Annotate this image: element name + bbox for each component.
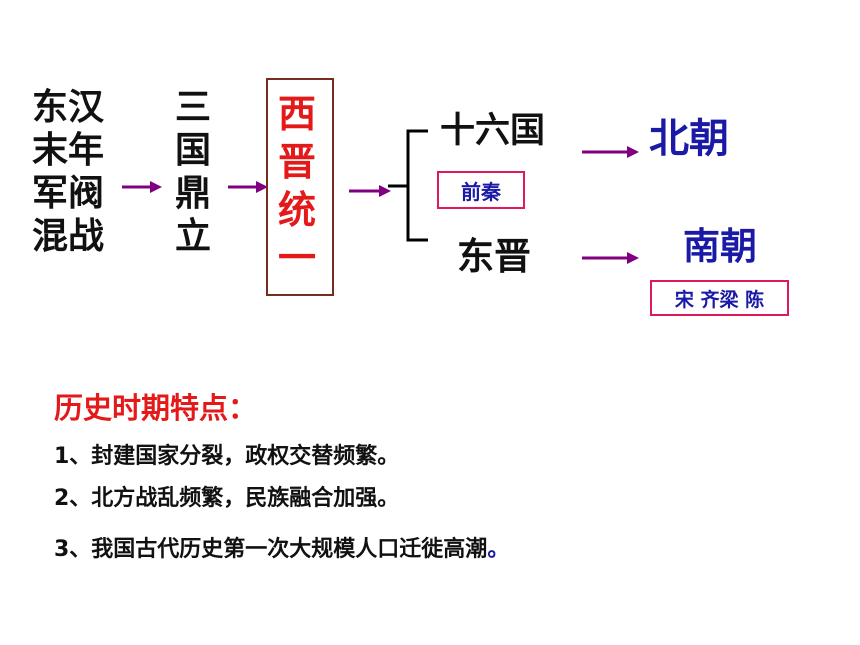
- branch-lower-result-text: 南朝: [683, 225, 757, 268]
- notes-title: 历史时期特点：: [54, 391, 258, 425]
- stage-xijin-text: 西 晋 统 一: [278, 92, 317, 280]
- notes-item-2: 2、北方战乱频繁，民族融合加强。: [54, 486, 400, 511]
- branch-lower-sub-box: 宋 齐梁 陈: [650, 280, 789, 316]
- notes-item-3-line: 3、我国古代历史第一次大规模人口迁徙高潮。: [54, 535, 509, 565]
- notes-item-3-mark: 。: [487, 537, 510, 562]
- arrow-stage3-to-branch: [349, 182, 391, 200]
- arrow-stage1-to-stage2: [122, 178, 162, 196]
- stage-donghan-text: 东汉 末年 军阀 混战: [32, 87, 105, 257]
- arrow-lower-to-result: [582, 249, 639, 267]
- branch-lower-text: 东晋: [457, 235, 531, 278]
- branch-upper-result-text: 北朝: [649, 116, 729, 162]
- stage-xijin-box: [266, 78, 334, 296]
- branch-upper-sub-box: 前秦: [437, 171, 525, 209]
- notes-item-1: 1、封建国家分裂，政权交替频繁。: [54, 444, 400, 469]
- branch-lower-sub-text: 宋 齐梁 陈: [674, 288, 765, 311]
- arrow-upper-to-result: [582, 143, 639, 161]
- branch-upper-sub-text: 前秦: [461, 179, 501, 204]
- arrow-stage2-to-stage3: [228, 178, 268, 196]
- branch-upper-text: 十六国: [440, 111, 546, 151]
- branch-brace: [386, 128, 430, 246]
- stage-sanguo-text: 三 国 鼎 立: [175, 87, 212, 257]
- notes-item-3: 3、我国古代历史第一次大规模人口迁徙高潮: [54, 537, 488, 562]
